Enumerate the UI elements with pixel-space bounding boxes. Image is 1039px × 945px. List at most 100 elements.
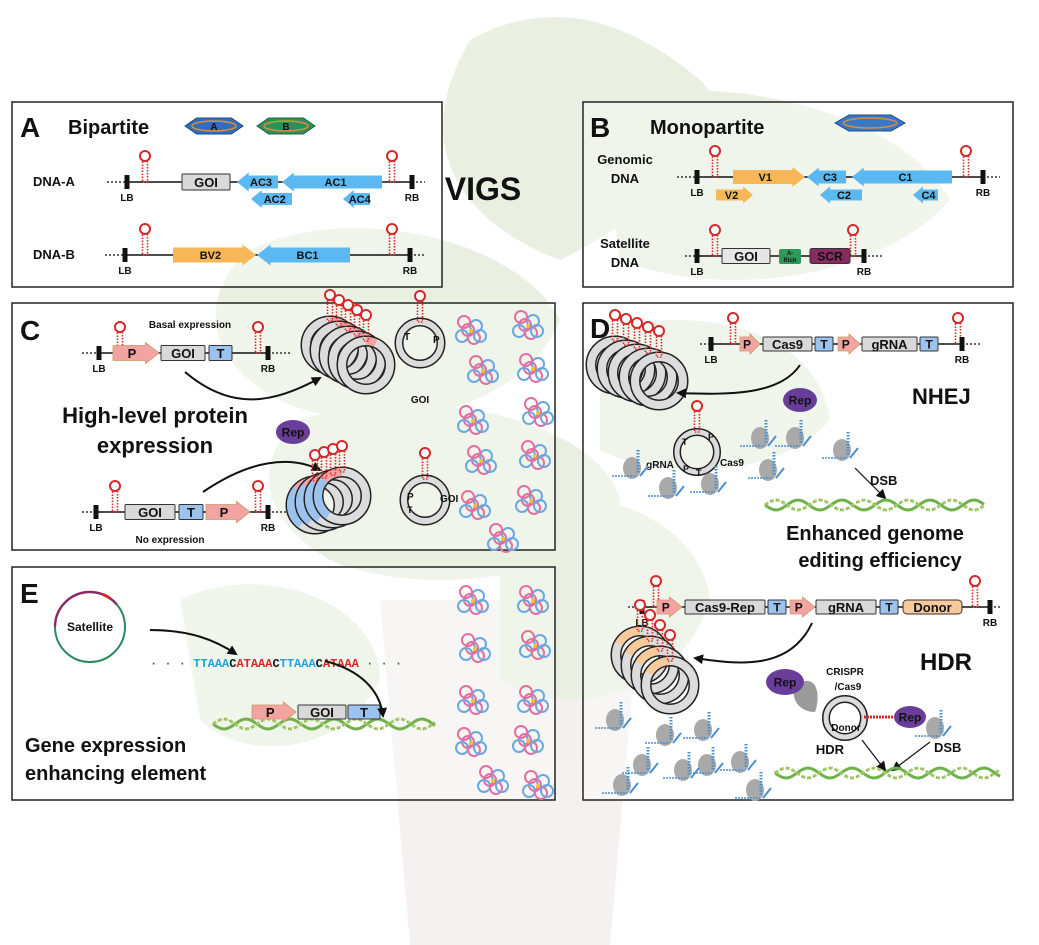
protein-core — [473, 504, 477, 508]
hairpin-icon — [336, 440, 348, 473]
insertion-arrow — [149, 629, 238, 656]
satellite-dna-label: Satellite — [600, 236, 650, 251]
dsb-label: DSB — [870, 473, 897, 488]
hairpin-icon — [642, 321, 654, 354]
virion-a-icon-label: A — [210, 122, 217, 133]
protein-coil — [540, 784, 554, 798]
hairpin-loop — [620, 313, 632, 325]
protein-coil — [540, 411, 554, 425]
left-border-marker — [96, 346, 102, 360]
terminator-box-label: T — [217, 346, 225, 361]
protein-coil — [461, 490, 475, 504]
expressed-protein-icon — [477, 765, 509, 795]
dsb-label: DSB — [934, 740, 961, 755]
dna-b-label: DNA-B — [33, 247, 75, 262]
protein-coil — [530, 324, 544, 338]
v2-gene — [716, 186, 753, 204]
protein-coil — [475, 699, 489, 713]
hairpin-stem — [636, 608, 644, 632]
protein-core — [529, 499, 533, 503]
genomic-dna-helix — [774, 766, 1001, 780]
grna-box-label: gRNA — [828, 600, 865, 615]
protein-coil — [485, 369, 499, 383]
plasmid-goi-label: GOI — [411, 395, 430, 406]
protein-core — [536, 411, 540, 415]
hairpin-icon — [664, 629, 676, 662]
goi-box — [160, 345, 206, 361]
hairpin-icon — [634, 599, 646, 632]
right-border-label: RB — [955, 355, 969, 366]
protein-coil — [459, 405, 473, 419]
hairpin-stem — [329, 452, 337, 476]
hairpin-stem — [416, 299, 424, 323]
satellite-label: Satellite — [67, 620, 113, 634]
protein-coil — [477, 461, 491, 475]
hairpin-icon — [139, 223, 151, 256]
hairpin-stem — [320, 455, 328, 479]
genomic-dna-helix — [212, 717, 436, 731]
hairpin-icon — [691, 400, 703, 433]
protein-coil — [469, 421, 483, 435]
plasmid-element — [311, 322, 367, 378]
rep-fusion-protein-label: Rep — [899, 711, 922, 725]
hairpin-loop — [333, 294, 345, 306]
virion-monopartite-icon — [833, 114, 907, 132]
hairpin-icon — [952, 312, 964, 345]
sequence-segment: ATAAA — [236, 657, 273, 671]
donor-box — [902, 599, 963, 615]
protein-coil — [514, 725, 528, 739]
cas9-grna-complex-icon — [663, 752, 700, 781]
protein-coil — [519, 585, 533, 599]
right-border-label: RB — [976, 188, 990, 199]
hairpin-icon — [386, 150, 398, 183]
left-border-label: LB — [690, 267, 703, 278]
right-border-marker — [409, 175, 415, 189]
hairpin-loop — [252, 480, 264, 492]
protein-coil — [457, 315, 471, 329]
cas9-grna-complex-icon — [595, 702, 632, 731]
panel-c-letter: C — [20, 315, 40, 346]
right-border-marker — [407, 248, 413, 262]
cas9-grna-complex-icon — [648, 470, 685, 499]
protein-coil — [473, 329, 487, 343]
hairpin-stem — [962, 154, 970, 178]
protein-core — [526, 739, 530, 743]
hairpin-stem — [711, 154, 719, 178]
protein-coil — [495, 779, 509, 793]
cas9-grna-complex-icon — [622, 747, 659, 776]
protein-coil — [467, 331, 481, 345]
expressed-protein-icon — [465, 445, 497, 475]
grna-tail — [622, 717, 632, 729]
cas9-grna-complex-icon — [822, 432, 859, 461]
hairpin-stem — [954, 321, 962, 345]
expressed-protein-icon — [512, 310, 544, 340]
hdr-arrow — [861, 739, 887, 772]
grna-tail — [802, 435, 812, 447]
genomic-dna-label: Genomic — [597, 152, 653, 167]
protein-coil — [521, 440, 535, 454]
plasmid-terminator-label: T — [404, 332, 410, 343]
protein-coil — [475, 419, 489, 433]
leaf-shape — [600, 90, 950, 280]
protein-core — [526, 324, 530, 328]
donor-label: Donor — [831, 723, 861, 734]
plasmid-element — [642, 657, 698, 713]
panel-e-heading: Gene expression — [25, 735, 186, 757]
ac4-gene-label: AC4 — [349, 194, 372, 206]
hairpin-icon — [620, 313, 632, 346]
hairpin-icon — [327, 443, 339, 476]
protein-coil — [519, 353, 533, 367]
hairpin-loop — [654, 619, 666, 631]
hairpin-stem — [971, 584, 979, 608]
hairpin-loop — [650, 575, 662, 587]
expressed-protein-icon — [457, 685, 489, 715]
left-border-marker — [93, 505, 99, 519]
grna-tail — [762, 787, 772, 799]
hairpin-icon — [324, 289, 336, 322]
hairpin-stem — [254, 330, 262, 354]
satellite-dna-label: DNA — [611, 255, 640, 270]
protein-core — [536, 784, 540, 788]
plasmid-goi-label: GOI — [440, 494, 459, 505]
promoter-arrow — [739, 333, 761, 355]
protein-coil — [535, 599, 549, 613]
